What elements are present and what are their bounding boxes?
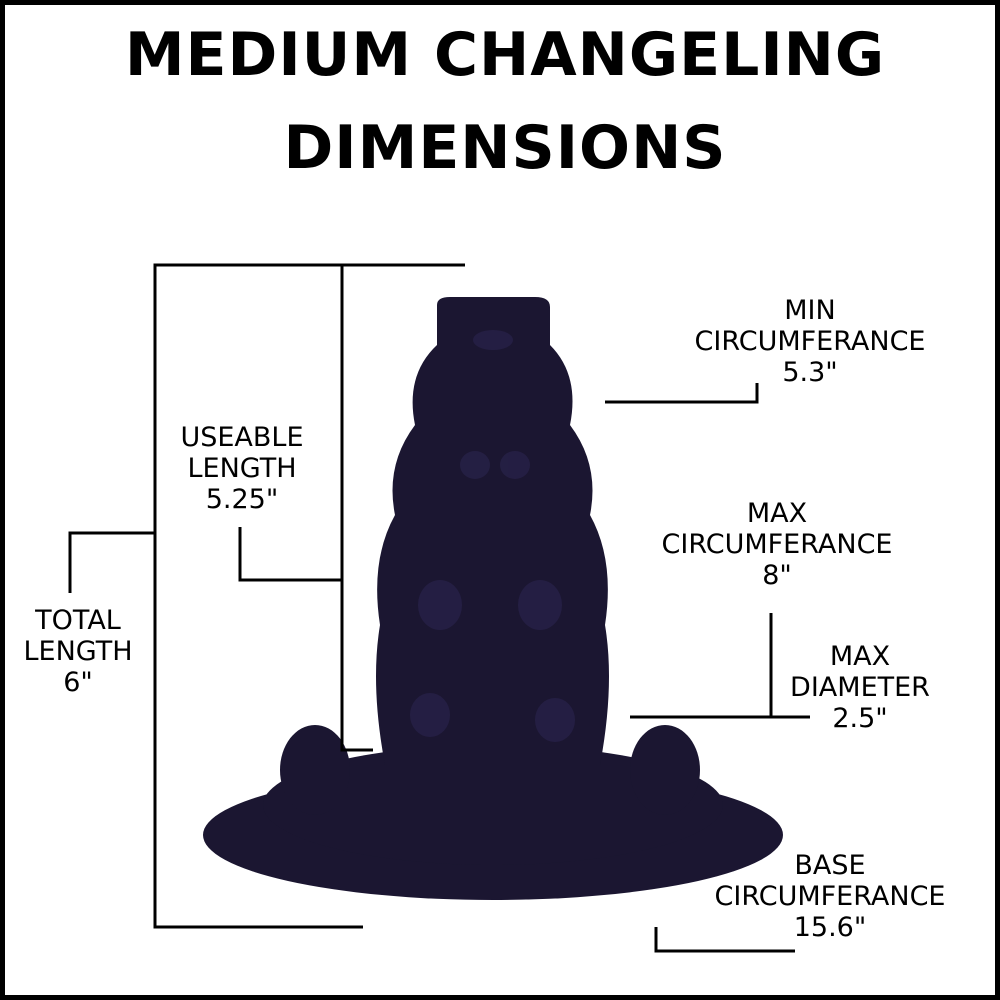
label-line: CIRCUMFERANCE — [714, 881, 946, 912]
label-value: 6" — [63, 667, 93, 698]
label-line: TOTAL — [35, 605, 121, 636]
max-diameter-label: MAX DIAMETER 2.5" — [790, 641, 930, 734]
min-circumference-label: MIN CIRCUMFERANCE 5.3" — [695, 295, 926, 388]
label-line: CIRCUMFERANCE — [661, 529, 893, 560]
min-circumference-leader — [605, 383, 759, 404]
base-circumference-leader — [654, 927, 795, 953]
total-length-leader — [68, 531, 155, 593]
max-circumference-label: MAX CIRCUMFERANCE 8" — [662, 498, 893, 591]
label-line: DIAMETER — [790, 672, 930, 703]
base-circumference-label: BASE CIRCUMFERANCE 15.6" — [715, 850, 946, 943]
product-image — [203, 297, 783, 900]
useable-length-leader — [238, 527, 342, 582]
label-line: LENGTH — [187, 453, 297, 484]
label-line: USEABLE — [180, 422, 304, 453]
label-line: BASE — [794, 850, 866, 881]
label-value: 5.25" — [205, 484, 279, 515]
useable-length-bracket — [340, 265, 373, 752]
label-value: 8" — [762, 560, 792, 591]
label-line: MIN — [784, 295, 836, 326]
label-value: 5.3" — [782, 357, 838, 388]
label-value: 2.5" — [832, 703, 888, 734]
label-value: 15.6" — [793, 912, 867, 943]
title-line-2: DIMENSIONS — [283, 113, 727, 183]
label-line: LENGTH — [23, 636, 133, 667]
label-line: CIRCUMFERANCE — [694, 326, 926, 357]
useable-length-label: USEABLE LENGTH 5.25" — [180, 422, 303, 515]
total-length-bracket — [153, 263, 465, 929]
title-line-1: MEDIUM CHANGELING — [124, 20, 886, 90]
total-length-label: TOTAL LENGTH 6" — [23, 605, 132, 698]
dimension-lines — [68, 263, 810, 953]
label-line: MAX — [829, 641, 891, 672]
diagram-graphics — [68, 263, 810, 953]
label-line: MAX — [746, 498, 808, 529]
